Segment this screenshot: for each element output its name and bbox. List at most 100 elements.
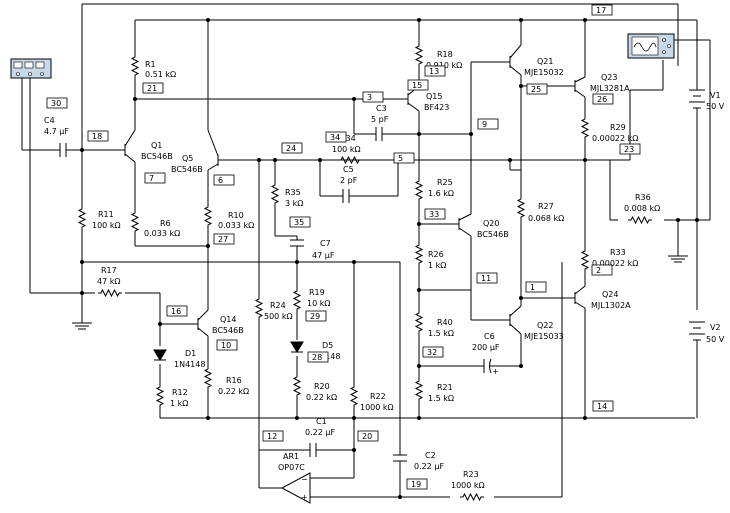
node-label: 33 xyxy=(424,208,446,220)
ground-icon xyxy=(72,322,92,330)
r19-ref: R19 xyxy=(309,288,325,297)
r40-ref: R40 xyxy=(437,318,453,327)
node-label: 2 xyxy=(591,264,613,276)
q5-transistor[interactable] xyxy=(207,129,219,171)
c4-capacitor[interactable] xyxy=(59,143,67,157)
svg-text:1: 1 xyxy=(530,283,535,292)
node-label: 23 xyxy=(619,143,641,155)
c1-capacitor[interactable] xyxy=(309,443,317,457)
node-label: 18 xyxy=(87,130,109,142)
r12-resistor[interactable] xyxy=(156,383,164,409)
q24-value: MJL1302A xyxy=(591,301,631,310)
q21-transistor[interactable] xyxy=(509,44,522,76)
oscilloscope-icon[interactable] xyxy=(627,33,675,59)
c7-value: 47 µF xyxy=(312,251,335,260)
svg-text:6: 6 xyxy=(218,176,223,185)
c1-value: 0.22 µF xyxy=(305,428,335,437)
r26-resistor[interactable] xyxy=(415,241,423,267)
q20-ref: Q20 xyxy=(483,219,499,228)
c5-value: 2 pF xyxy=(340,176,358,185)
r18-resistor[interactable] xyxy=(415,42,423,68)
r21-resistor[interactable] xyxy=(415,377,423,403)
r40-resistor[interactable] xyxy=(415,309,423,335)
node-label: 9 xyxy=(477,118,499,130)
ar1-opamp[interactable]: − + xyxy=(280,472,311,504)
c3-capacitor[interactable] xyxy=(375,127,383,141)
node-label: 14 xyxy=(592,400,614,412)
r23-resistor[interactable] xyxy=(459,493,485,501)
r21-ref: R21 xyxy=(437,383,453,392)
r24-resistor[interactable] xyxy=(255,295,263,321)
v1-ref: V1 xyxy=(710,91,721,100)
component-labels: C4 4.7 µF R1 0.51 kΩ Q1 BC546B Q5 BC546B… xyxy=(44,50,725,490)
r29-resistor[interactable] xyxy=(581,115,589,141)
r11-resistor[interactable] xyxy=(78,205,86,231)
svg-text:3: 3 xyxy=(367,93,372,102)
svg-text:12: 12 xyxy=(267,432,277,441)
wiring xyxy=(21,3,711,498)
r18-ref: R18 xyxy=(437,50,453,59)
function-generator-icon[interactable] xyxy=(10,58,52,79)
svg-text:16: 16 xyxy=(171,307,181,316)
r11-value: 100 kΩ xyxy=(92,221,121,230)
r23-value: 1000 kΩ xyxy=(451,481,485,490)
r1-resistor[interactable] xyxy=(131,53,139,79)
node-label: 27 xyxy=(213,233,235,245)
r22-value: 1000 kΩ xyxy=(360,403,394,412)
r25-resistor[interactable] xyxy=(415,177,423,203)
q22-transistor[interactable] xyxy=(509,305,522,335)
svg-text:17: 17 xyxy=(596,6,606,15)
r34-ref: R34 xyxy=(340,134,356,143)
r26-value: 1 kΩ xyxy=(428,261,446,270)
svg-text:34: 34 xyxy=(330,133,340,142)
r24-ref: R24 xyxy=(270,301,286,310)
r20-resistor[interactable] xyxy=(293,373,301,399)
junction-dots xyxy=(80,18,699,499)
node-label: 5 xyxy=(393,152,415,164)
node-label: 21 xyxy=(142,82,164,94)
q5-ref: Q5 xyxy=(182,154,193,163)
q24-transistor[interactable] xyxy=(574,285,586,309)
r35-resistor[interactable] xyxy=(271,181,279,207)
c2-capacitor[interactable] xyxy=(393,454,407,462)
d5-diode[interactable] xyxy=(290,341,304,353)
c7-capacitor[interactable] xyxy=(290,239,304,247)
c6-capacitor[interactable]: + xyxy=(483,358,499,376)
q20-transistor[interactable] xyxy=(458,213,472,237)
r27-resistor[interactable] xyxy=(517,195,525,221)
q22-value: MJE15033 xyxy=(524,332,564,341)
r22-resistor[interactable] xyxy=(350,383,358,409)
c4-value: 4.7 µF xyxy=(44,127,69,136)
c5-ref: C5 xyxy=(343,165,354,174)
r23-ref: R23 xyxy=(463,470,479,479)
v2-battery[interactable] xyxy=(689,321,705,341)
c5-capacitor[interactable] xyxy=(342,189,350,203)
svg-text:21: 21 xyxy=(147,84,157,93)
q14-transistor[interactable] xyxy=(197,309,209,337)
r19-resistor[interactable] xyxy=(293,287,301,313)
node-label: 16 xyxy=(166,305,188,317)
svg-text:32: 32 xyxy=(427,348,437,357)
r6-value: 0.033 kΩ xyxy=(144,229,180,238)
r6-resistor[interactable] xyxy=(131,209,139,235)
r35-value: 3 kΩ xyxy=(285,199,303,208)
node-label: 35 xyxy=(289,216,311,228)
r16-resistor[interactable] xyxy=(204,365,212,391)
v1-battery[interactable] xyxy=(689,89,705,109)
c7-ref: C7 xyxy=(320,239,331,248)
svg-text:14: 14 xyxy=(597,402,607,411)
r33-resistor[interactable] xyxy=(581,247,589,273)
svg-text:13: 13 xyxy=(429,67,439,76)
r17-resistor[interactable] xyxy=(97,289,123,297)
r26-ref: R26 xyxy=(428,250,444,259)
q1-transistor[interactable] xyxy=(124,129,136,163)
node-label: 10 xyxy=(216,339,238,351)
r36-resistor[interactable] xyxy=(627,216,653,224)
svg-text:19: 19 xyxy=(411,480,421,489)
q23-transistor[interactable] xyxy=(574,76,586,98)
svg-text:−: − xyxy=(301,475,308,484)
svg-text:24: 24 xyxy=(286,144,296,153)
node-label: 28 xyxy=(307,351,329,363)
d1-diode[interactable] xyxy=(153,349,167,361)
r10-resistor[interactable] xyxy=(204,203,212,229)
